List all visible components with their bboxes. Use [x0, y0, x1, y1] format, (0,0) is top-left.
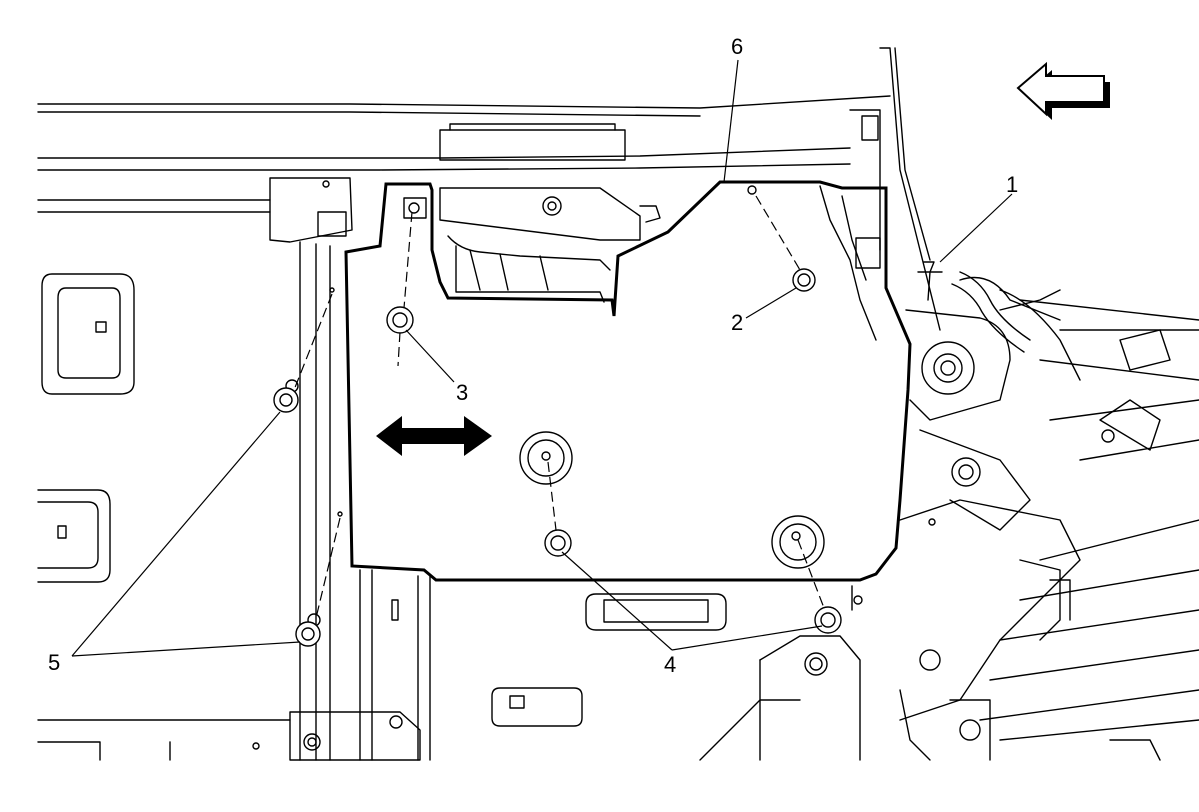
vehicle-body-structure — [37, 47, 1199, 761]
callout-3: 3 — [456, 380, 468, 405]
fastener-5-bolts — [273, 287, 343, 647]
forward-direction-arrow-icon — [1016, 61, 1110, 120]
fastener-4-nuts — [519, 431, 842, 634]
callout-5: 5 — [48, 650, 60, 675]
callout-1: 1 — [1006, 172, 1018, 197]
callout-6: 6 — [731, 34, 743, 59]
callout-labels: 1 2 3 4 5 6 — [48, 34, 1018, 677]
adjustment-double-arrow-icon — [376, 416, 492, 456]
callout-2: 2 — [731, 310, 743, 335]
fastener-3-nut — [386, 211, 414, 367]
fasteners — [273, 185, 943, 647]
fastener-1-clip — [917, 261, 943, 301]
fastener-2-nut — [747, 185, 816, 292]
panel-part-6 — [344, 180, 912, 582]
callout-4: 4 — [664, 652, 676, 677]
leader-lines — [71, 59, 1013, 657]
